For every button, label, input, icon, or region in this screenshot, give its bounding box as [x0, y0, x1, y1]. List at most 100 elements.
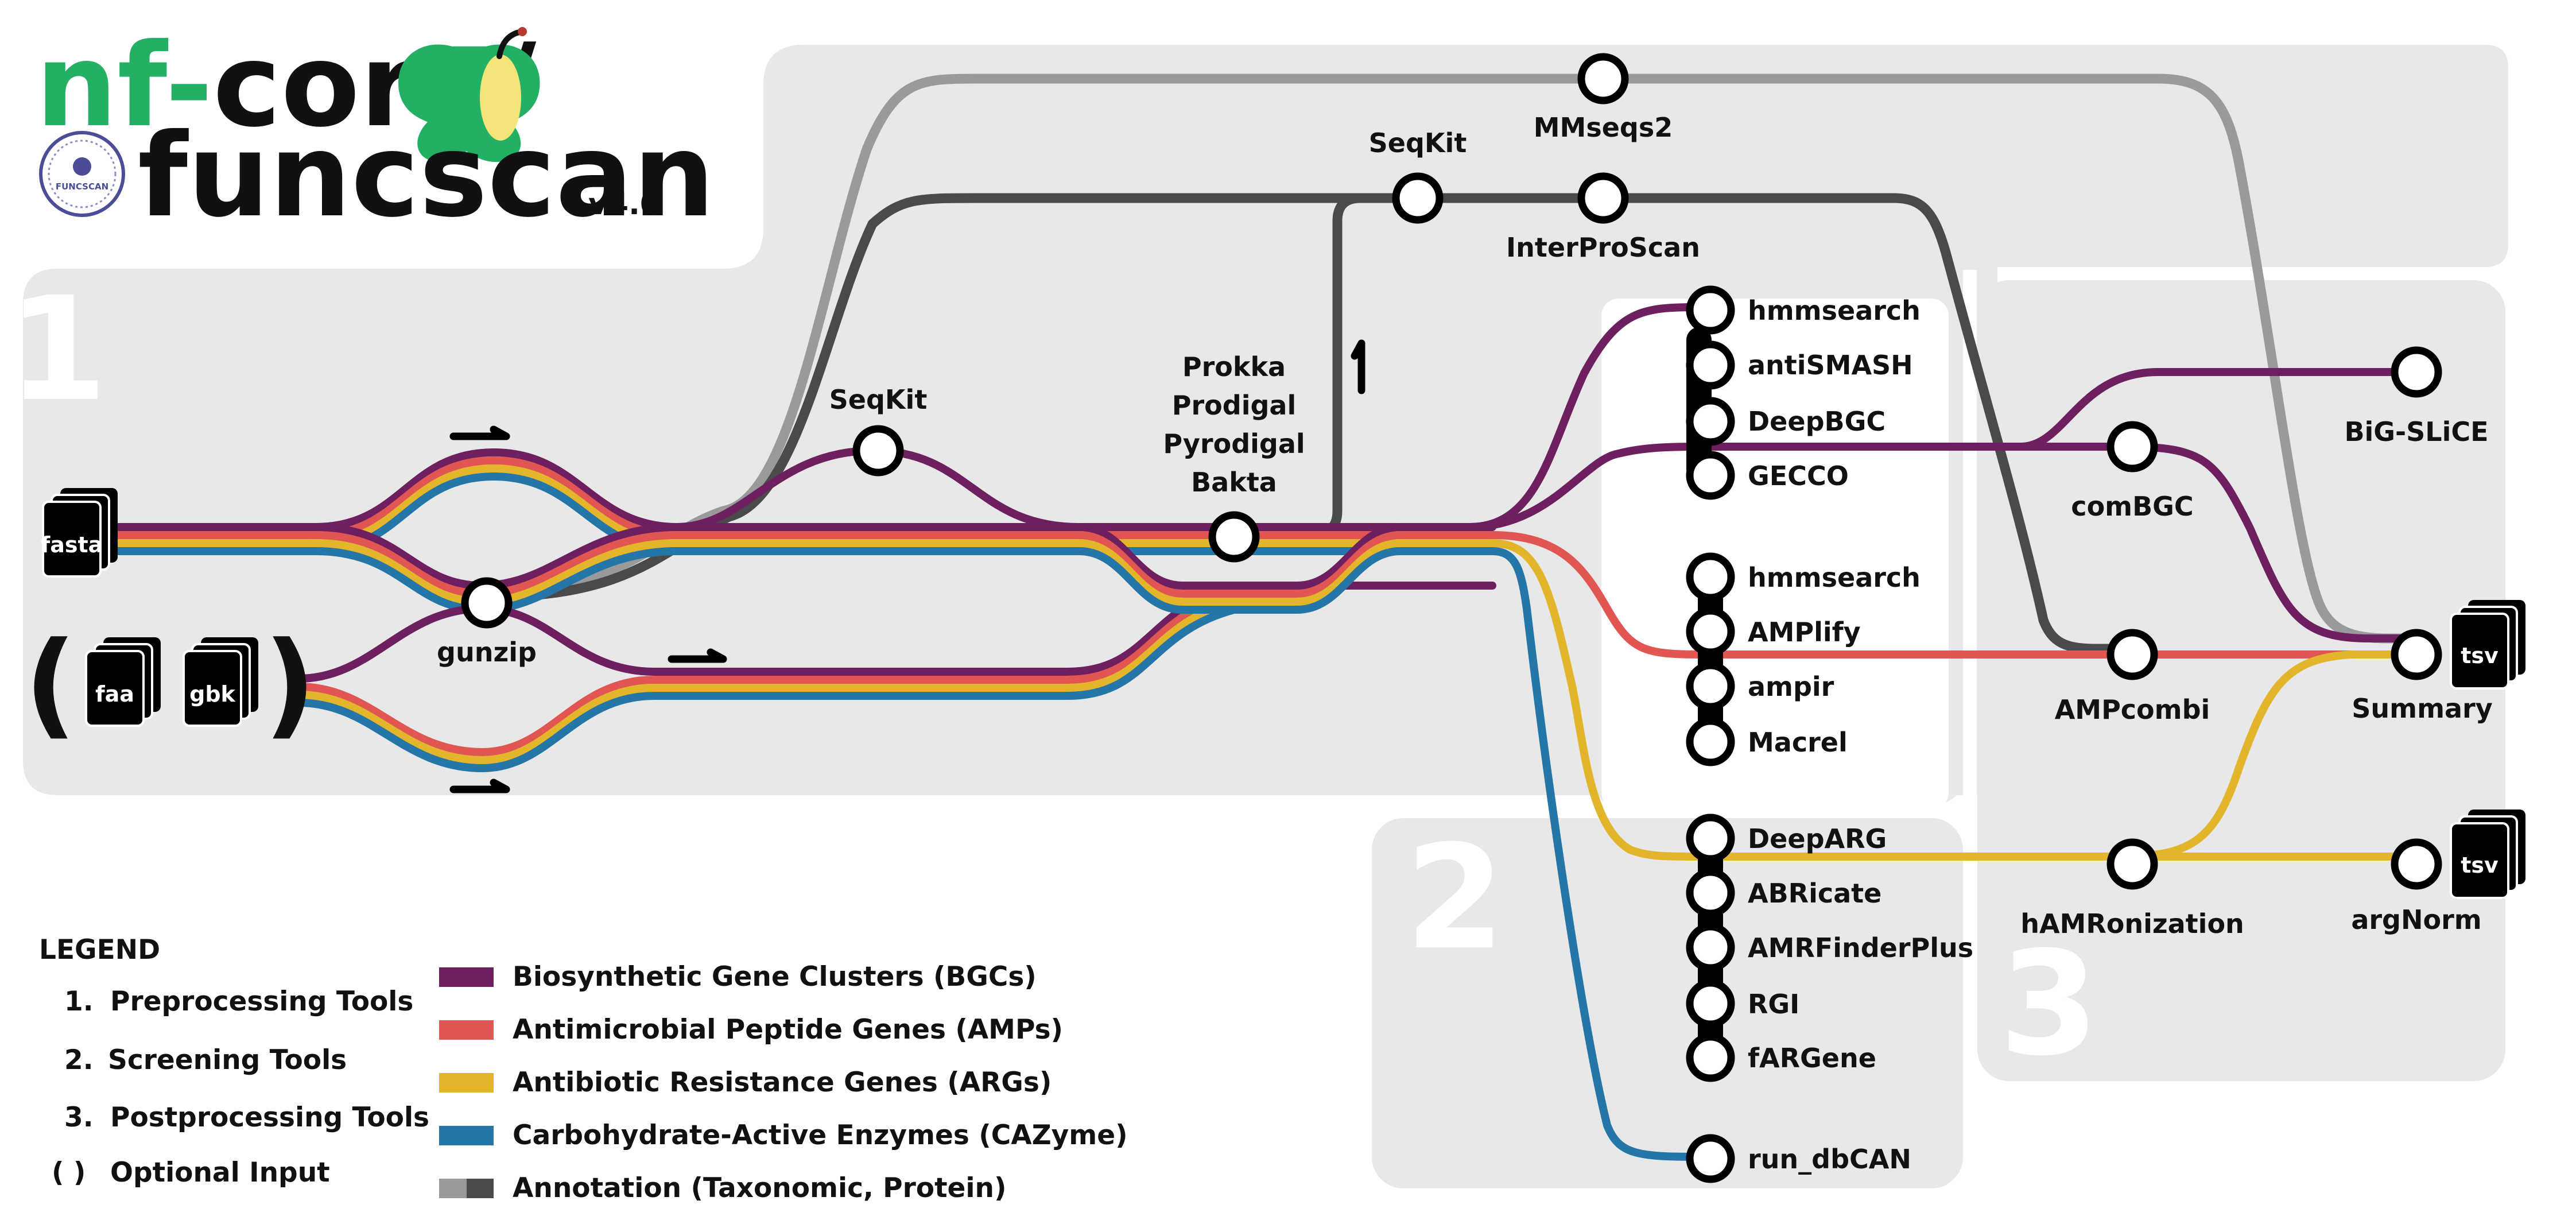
stage-1-number: 1 — [7, 266, 107, 433]
ampcombi-node — [2106, 629, 2158, 680]
direction-arrows — [449, 339, 1365, 793]
fasta-label: fasta — [41, 532, 103, 557]
arg-main-line — [111, 464, 1496, 547]
summary-label: Summary — [2352, 693, 2492, 724]
title-block: nf-core/ FUNCSCAN funcscan v4.0 — [36, 19, 715, 243]
annotation-label-3: Pyrodigal — [1163, 428, 1305, 459]
seqkit-anno-node — [1392, 172, 1444, 224]
seqkit-anno-label: SeqKit — [1369, 127, 1467, 158]
arrow-optional — [668, 648, 727, 663]
tsv-argnorm-file-icon: tsv — [2450, 810, 2525, 899]
optional-open-paren: ( — [24, 617, 76, 751]
legend-swatch-cazyme — [439, 1126, 494, 1145]
amrfinderplus-label: AMRFinderPlus — [1748, 932, 1973, 963]
tool-labels: gunzip SeqKit SeqKit MMseqs2 InterProSca… — [437, 112, 2493, 1175]
tsv-summary-file-icon: tsv — [2450, 600, 2525, 690]
optional-close-paren: ) — [263, 617, 316, 751]
bgc-annotation-detour — [1075, 523, 1405, 590]
abricate-label: ABRicate — [1748, 878, 1881, 909]
legend-amp-label: Antimicrobial Peptide Genes (AMPs) — [513, 1014, 1063, 1045]
legend-step-2-num: 2. — [64, 1044, 94, 1076]
gecco-node — [1686, 451, 1735, 500]
screening-branches — [1465, 303, 2408, 1161]
arg-to-summary — [2120, 650, 2408, 861]
gbk-file-icon: gbk — [183, 637, 258, 727]
faa-file-icon: faa — [85, 637, 161, 727]
ampcombi-label: AMPcombi — [2055, 694, 2210, 725]
legend-step-3-num: 3. — [64, 1102, 94, 1133]
arg-optional-line — [294, 598, 1238, 764]
hamronization-node — [2106, 838, 2158, 890]
bgc-to-hmmsearch — [1465, 303, 1703, 531]
deepbgc-label: DeepBGC — [1748, 406, 1886, 437]
legend-bgc-label: Biosynthetic Gene Clusters (BGCs) — [513, 961, 1037, 993]
legend-cazyme-label: Carbohydrate-Active Enzymes (CAZyme) — [513, 1120, 1128, 1151]
combgc-to-summary — [2120, 443, 2408, 642]
tsv-argnorm-label: tsv — [2461, 853, 2499, 878]
amrfinderplus-node — [1686, 923, 1735, 972]
annotation-label-1: Prokka — [1182, 351, 1286, 382]
annotation-label-2: Prodigal — [1172, 390, 1296, 421]
bigslice-node — [2391, 346, 2442, 398]
legend-swatch-arg — [439, 1073, 494, 1093]
abricate-node — [1686, 868, 1735, 917]
legend-swatch-bgc — [439, 967, 494, 987]
fargene-node — [1686, 1033, 1735, 1082]
fargene-label: fARGene — [1748, 1043, 1876, 1074]
cazyme-optional-line — [294, 606, 1238, 772]
macrel-node — [1686, 717, 1735, 766]
amp-hmmsearch-node — [1686, 552, 1735, 602]
tool-nodes — [461, 53, 2442, 1183]
legend-step-1-label: Preprocessing Tools — [110, 986, 413, 1017]
seqkit-screen-node — [852, 425, 904, 477]
legend: LEGEND 1. Preprocessing Tools 2. Screeni… — [39, 934, 1128, 1204]
interproscan-node — [1577, 172, 1629, 224]
file-icons: fasta faa gbk tsv tsv ( ) — [24, 488, 2525, 899]
mmseqs2-node — [1577, 53, 1629, 104]
badge-text: FUNCSCAN — [56, 181, 108, 192]
amp-hmmsearch-label: hmmsearch — [1748, 562, 1921, 593]
stage-3-panel — [1977, 280, 2505, 1081]
hamronization-label: hAMRonization — [2020, 908, 2244, 939]
bigslice-label: BiG-SLiCE — [2344, 416, 2488, 447]
background-panels — [23, 45, 2508, 1188]
title-name: funcscan — [138, 109, 715, 243]
rundbcan-label: run_dbCAN — [1748, 1144, 1911, 1175]
argnorm-label: argNorm — [2351, 904, 2481, 935]
title-version: v4.0 — [588, 187, 661, 222]
faa-label: faa — [95, 681, 134, 707]
cazyme-annotation-detour — [1075, 547, 1405, 614]
amp-to-screen — [1488, 531, 1703, 659]
stage-2-panel — [1372, 818, 1963, 1188]
antismash-node — [1686, 340, 1735, 390]
legend-arg-label: Antibiotic Resistance Genes (ARGs) — [513, 1067, 1052, 1098]
bgc-hmmsearch-node — [1686, 285, 1735, 335]
gecco-label: GECCO — [1748, 460, 1849, 491]
mmseqs2-route — [480, 73, 2409, 644]
amp-main-line — [111, 456, 1496, 539]
macrel-label: Macrel — [1748, 727, 1848, 758]
deeparg-label: DeepARG — [1748, 823, 1887, 854]
gunzip-node — [461, 577, 513, 629]
arrow-annotation-up — [1351, 339, 1365, 394]
cazyme-to-rundbcan — [1488, 547, 1703, 1161]
amp-optional-line — [294, 590, 1238, 756]
apple-logo-icon — [398, 27, 540, 162]
legend-heading: LEGEND — [39, 934, 160, 966]
amp-annotation-detour — [1075, 531, 1405, 598]
legend-step-2-label: Screening Tools — [108, 1044, 347, 1076]
arg-to-screen — [1488, 539, 1703, 861]
combgc-node — [2106, 421, 2158, 472]
legend-annotation-label: Annotation (Taxonomic, Protein) — [513, 1172, 1006, 1204]
arrow-upper — [449, 425, 510, 440]
seqkit-screen-label: SeqKit — [829, 384, 928, 415]
deepbgc-node — [1686, 397, 1735, 446]
antismash-label: antiSMASH — [1748, 350, 1913, 381]
gunzip-label: gunzip — [437, 637, 537, 668]
interproscan-label: InterProScan — [1506, 232, 1700, 263]
legend-step-4-label: Optional Input — [110, 1157, 330, 1188]
stage-2-number: 2 — [1405, 814, 1505, 981]
fasta-file-icon: fasta — [41, 488, 118, 578]
legend-step-4-num: ( ) — [52, 1157, 86, 1188]
arg-annotation-detour — [1075, 539, 1405, 606]
